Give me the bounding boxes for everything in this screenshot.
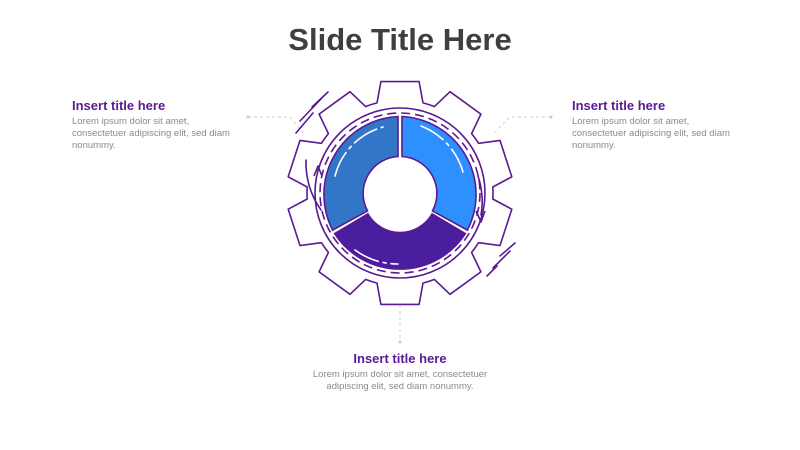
- segment-highlights: [334, 125, 464, 265]
- block-bottom-title: Insert title here: [353, 351, 447, 366]
- text-block-bottom: Insert title here Lorem ipsum dolor sit …: [300, 351, 500, 393]
- text-block-left: Insert title here Lorem ipsum dolor sit …: [72, 98, 232, 152]
- block-right-title: Insert title here: [572, 98, 666, 113]
- connector-left: [248, 116, 306, 136]
- connector-lines: [248, 116, 551, 342]
- connector-right: [491, 116, 551, 136]
- gear-inner-ring: [314, 107, 486, 279]
- text-block-right: Insert title here Lorem ipsum dolor sit …: [572, 98, 732, 152]
- slide-title: Slide Title Here: [288, 22, 512, 57]
- block-left-title: Insert title here: [72, 98, 166, 113]
- donut-segment-left: [323, 115, 399, 232]
- donut-segment-top-right: [401, 115, 477, 232]
- arrow-head-left: [313, 165, 323, 177]
- gear-dashed-ring: [319, 112, 481, 274]
- connector-dot-right: [549, 115, 553, 119]
- block-right-body: Lorem ipsum dolor sit amet, consectetuer…: [572, 116, 730, 151]
- block-left-body: Lorem ipsum dolor sit amet, consectetuer…: [72, 116, 230, 151]
- connector-dot-left: [246, 115, 250, 119]
- gear-outline: [287, 80, 513, 306]
- arrow-head-right: [475, 210, 486, 223]
- block-bottom-body: Lorem ipsum dolor sit amet, consectetuer…: [312, 369, 488, 392]
- donut-segment-bottom: [333, 212, 467, 270]
- connector-dot-bottom: [398, 340, 402, 344]
- motion-arcs: [295, 91, 516, 277]
